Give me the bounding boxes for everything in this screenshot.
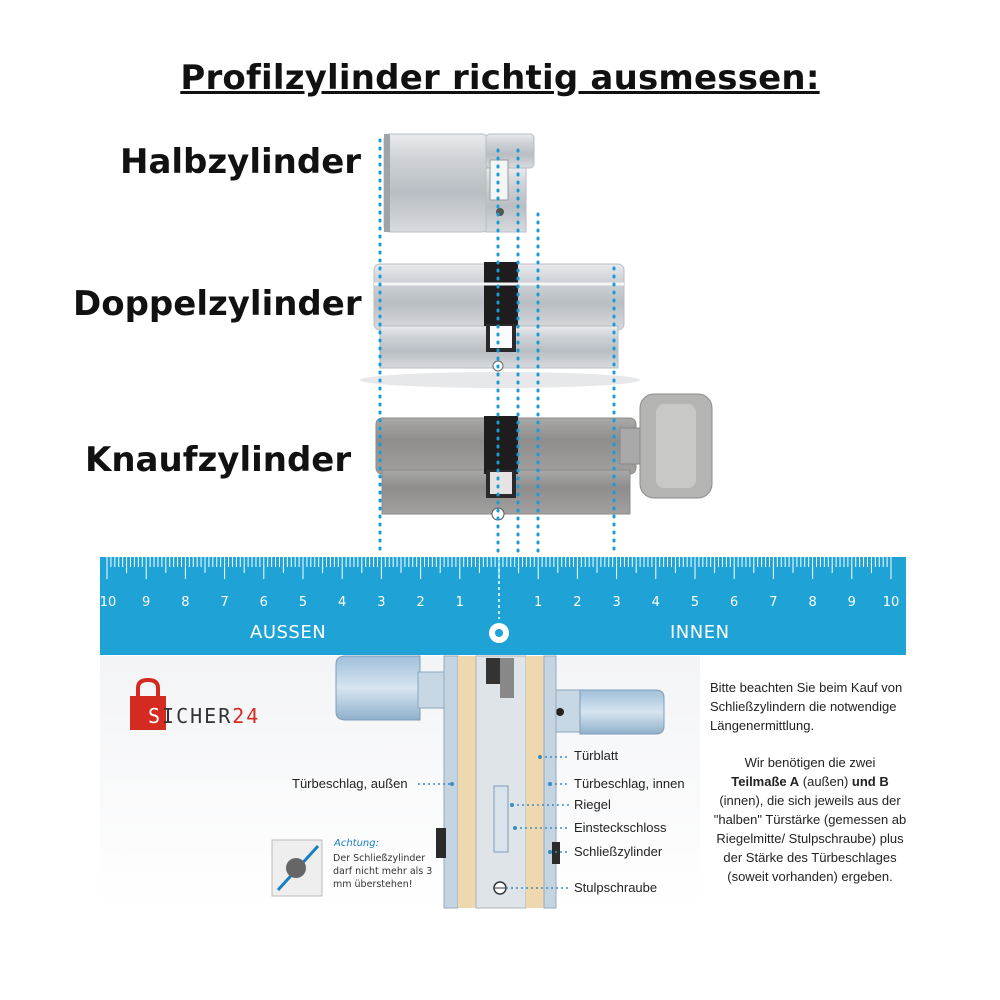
cylinder-illustrations — [360, 133, 713, 554]
warning-title: Achtung: — [334, 838, 379, 849]
knob-cylinder-image — [375, 393, 713, 521]
ruler-number-inside: 6 — [730, 595, 739, 610]
logo: SICHER24 — [148, 704, 261, 728]
label-bolt: Riegel — [574, 797, 611, 812]
label-fitting-outside: Türbeschlag, außen — [292, 776, 408, 791]
half-cylinder-image — [383, 133, 535, 233]
knob-cylinder-label: Knaufzylinder — [85, 440, 352, 480]
ruler-number-inside: 5 — [690, 595, 700, 610]
double-cylinder-label: Doppelzylinder — [73, 284, 362, 324]
side-paragraph-2: Wir benötigen die zwei Teilmaße A (außen… — [713, 755, 907, 884]
ruler-number-inside: 9 — [847, 595, 856, 610]
ruler-ticks — [106, 557, 892, 643]
ruler-number-outside: 2 — [416, 595, 425, 610]
label-fitting-inside: Türbeschlag, innen — [574, 776, 685, 791]
label-faceplate-screw: Stulpschraube — [574, 880, 658, 895]
ruler-number-outside: 9 — [142, 595, 151, 610]
page-title: Profilzylinder richtig ausmessen: — [180, 58, 820, 98]
ruler-number-outside: 3 — [377, 595, 386, 610]
ruler-number-inside: 8 — [808, 595, 817, 610]
label-door-leaf: Türblatt — [574, 748, 619, 763]
ruler-number-inside: 7 — [769, 595, 778, 610]
ruler-number-outside: 10 — [99, 595, 117, 610]
ruler-number-inside: 10 — [882, 595, 900, 610]
outside-label: AUSSEN — [250, 622, 327, 643]
double-cylinder-image — [360, 262, 640, 388]
half-cylinder-label: Halbzylinder — [120, 142, 362, 182]
ruler-number-outside: 5 — [298, 595, 308, 610]
ruler-number-outside: 7 — [220, 595, 229, 610]
side-paragraph-1: Bitte beachten Sie beim Kauf von Schließ… — [710, 680, 903, 733]
label-mortise-lock: Einsteckschloss — [574, 820, 667, 835]
ruler-number-outside: 4 — [338, 595, 347, 610]
warning-text: Der Schließzylinder darf nicht mehr als … — [333, 853, 433, 890]
ruler-number-inside: 1 — [534, 595, 543, 610]
measuring-ruler: 10 9 8 7 6 5 4 3 2 1 1 2 3 4 5 6 7 8 9 10 AUSSEN INNEN — [100, 557, 906, 655]
ruler-number-outside: 6 — [259, 595, 268, 610]
ruler-number-inside: 4 — [651, 595, 660, 610]
ruler-number-inside: 2 — [573, 595, 582, 610]
label-lock-cylinder: Schließzylinder — [574, 844, 663, 859]
ruler-number-outside: 1 — [455, 595, 464, 610]
ruler-number-outside: 8 — [181, 595, 190, 610]
ruler-number-inside: 3 — [612, 595, 621, 610]
inside-label: INNEN — [670, 622, 730, 643]
measurement-lines — [378, 138, 616, 554]
